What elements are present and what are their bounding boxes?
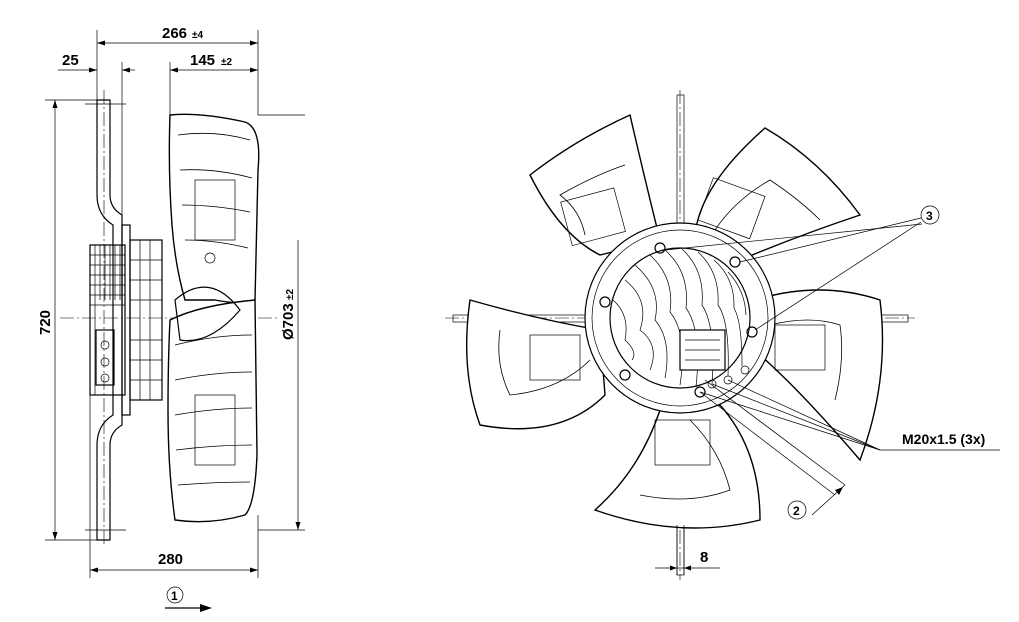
dim-overall-depth-tol: ±4 bbox=[192, 30, 203, 41]
dim-flange: 25 bbox=[62, 52, 79, 69]
flange-plate bbox=[121, 224, 131, 416]
dim-blade-depth-tol: ±2 bbox=[221, 57, 232, 68]
callout-rotation: 2 bbox=[793, 504, 800, 518]
dim-diameter-tol: ±2 bbox=[285, 289, 296, 300]
dim-blade-depth: 145 bbox=[190, 52, 215, 69]
callout-2-circle bbox=[787, 500, 807, 520]
hub bbox=[129, 239, 163, 401]
rotation-arrow-icon bbox=[835, 487, 843, 495]
thread-label: M20x1.5 (3x) bbox=[902, 431, 985, 447]
blade-profile-upper bbox=[168, 113, 260, 304]
front-view: 3 M20x1.5 (3x) 2 8 bbox=[445, 90, 1000, 580]
dim-bottom: 280 bbox=[158, 551, 183, 568]
callout-airflow: 1 bbox=[171, 589, 178, 603]
dim-diameter: Ø703 bbox=[280, 303, 297, 340]
dim-overall-depth: 266 bbox=[162, 25, 187, 42]
callout-1-circle bbox=[166, 586, 184, 604]
blade-profile-lower bbox=[167, 299, 258, 523]
side-view: 266 ±4 25 145 ±2 720 Ø703 ±2 280 bbox=[37, 25, 305, 612]
callout-3-circle bbox=[920, 205, 940, 225]
terminal-box bbox=[95, 329, 115, 386]
airflow-arrow-icon bbox=[200, 604, 212, 612]
dim-height: 720 bbox=[37, 310, 54, 335]
callout-holes: 3 bbox=[926, 209, 933, 223]
fan-blades bbox=[465, 114, 884, 529]
motor-body bbox=[89, 244, 126, 396]
dim-strut: 8 bbox=[700, 549, 708, 566]
mounting-strut bbox=[96, 99, 123, 541]
